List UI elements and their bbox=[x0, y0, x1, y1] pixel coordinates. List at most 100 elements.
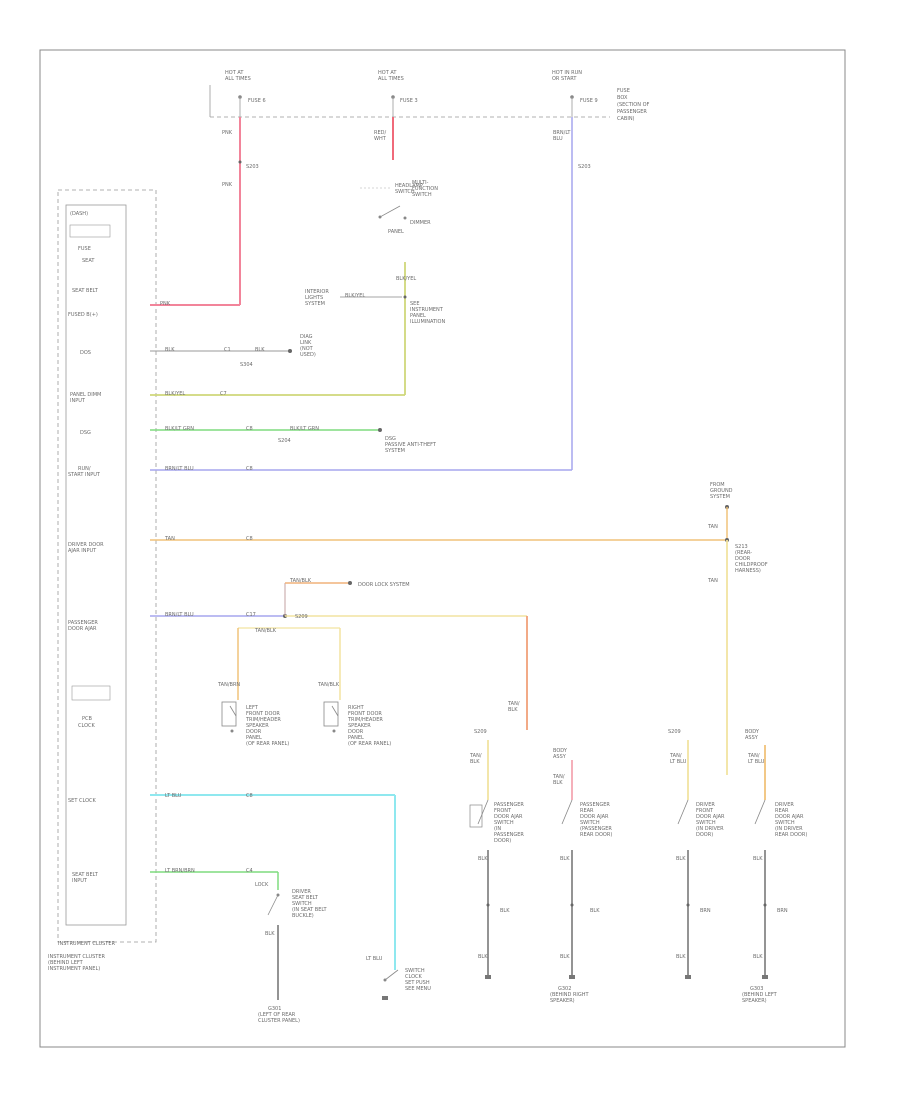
svg-text:SEAT BELT: SEAT BELT bbox=[292, 895, 319, 901]
svg-text:BLK: BLK bbox=[508, 707, 518, 713]
svg-text:SEE MENU: SEE MENU bbox=[405, 986, 431, 992]
svg-text:(IN DRIVER: (IN DRIVER bbox=[775, 826, 803, 832]
svg-text:SET PUSH: SET PUSH bbox=[405, 980, 430, 986]
svg-text:TAN: TAN bbox=[707, 524, 718, 530]
svg-text:(LEFT OF REAR: (LEFT OF REAR bbox=[258, 1012, 296, 1018]
svg-text:BLK: BLK bbox=[676, 954, 686, 960]
svg-text:C1: C1 bbox=[224, 347, 231, 353]
svg-text:REAR: REAR bbox=[775, 808, 789, 814]
svg-text:SET CLOCK: SET CLOCK bbox=[68, 798, 97, 804]
svg-text:BUCKLE): BUCKLE) bbox=[292, 913, 314, 919]
svg-text:SWITCH: SWITCH bbox=[395, 189, 415, 195]
svg-text:BODY: BODY bbox=[745, 729, 760, 735]
svg-text:(NOT: (NOT bbox=[300, 346, 314, 352]
svg-text:BLK: BLK bbox=[676, 856, 686, 862]
svg-text:PNK: PNK bbox=[222, 130, 233, 136]
svg-text:REAR: REAR bbox=[580, 808, 594, 814]
svg-text:TAN: TAN bbox=[164, 536, 175, 542]
svg-text:LIGHTS: LIGHTS bbox=[305, 295, 323, 301]
svg-text:(PASSENGER: (PASSENGER bbox=[580, 826, 612, 832]
svg-text:TAN/BLK: TAN/BLK bbox=[289, 578, 312, 584]
svg-text:OR START: OR START bbox=[552, 76, 577, 82]
svg-text:C17: C17 bbox=[246, 612, 256, 618]
svg-text:(BEHIND LEFT: (BEHIND LEFT bbox=[742, 992, 778, 998]
svg-text:DRIVER DOOR: DRIVER DOOR bbox=[68, 542, 104, 548]
svg-text:PANEL: PANEL bbox=[410, 313, 426, 319]
svg-text:DOS: DOS bbox=[80, 350, 91, 356]
svg-text:DOOR): DOOR) bbox=[494, 838, 511, 844]
svg-text:(BEHIND LEFT: (BEHIND LEFT bbox=[48, 960, 84, 966]
svg-text:DOOR AJAR: DOOR AJAR bbox=[494, 814, 523, 820]
svg-text:BRN: BRN bbox=[700, 908, 711, 914]
svg-text:(REAR-: (REAR- bbox=[735, 550, 752, 556]
svg-text:BLK: BLK bbox=[265, 931, 275, 937]
svg-text:FUSE: FUSE bbox=[617, 88, 630, 94]
svg-text:SWITCH: SWITCH bbox=[405, 968, 425, 974]
svg-text:TAN/: TAN/ bbox=[747, 753, 760, 759]
svg-text:LT BLU: LT BLU bbox=[165, 793, 182, 799]
svg-text:C8: C8 bbox=[246, 536, 253, 542]
svg-text:(IN: (IN bbox=[494, 826, 501, 832]
svg-text:PASSENGER: PASSENGER bbox=[617, 109, 647, 115]
svg-text:BLK: BLK bbox=[470, 759, 480, 765]
svg-text:PASSIVE ANTI-THEFT: PASSIVE ANTI-THEFT bbox=[385, 442, 437, 448]
svg-text:LT BRN/BRN: LT BRN/BRN bbox=[165, 868, 195, 874]
svg-text:PASSENGER: PASSENGER bbox=[68, 620, 98, 626]
svg-text:DOOR): DOOR) bbox=[696, 832, 713, 838]
svg-text:SEAT BELT: SEAT BELT bbox=[72, 288, 99, 294]
svg-text:PNK: PNK bbox=[160, 301, 171, 307]
svg-text:TAN/BRN: TAN/BRN bbox=[217, 682, 240, 688]
svg-text:C8: C8 bbox=[246, 426, 253, 432]
svg-text:BLK: BLK bbox=[753, 856, 763, 862]
svg-text:DRIVER: DRIVER bbox=[292, 889, 311, 895]
svg-text:(BEHIND RIGHT: (BEHIND RIGHT bbox=[550, 992, 590, 998]
svg-text:BODY: BODY bbox=[553, 748, 568, 754]
svg-text:FRONT: FRONT bbox=[494, 808, 512, 814]
svg-text:SWITCH: SWITCH bbox=[494, 820, 514, 826]
svg-text:BOX: BOX bbox=[617, 95, 628, 101]
svg-text:S204: S204 bbox=[278, 438, 291, 444]
svg-text:PASSENGER: PASSENGER bbox=[494, 832, 524, 838]
svg-text:PANEL: PANEL bbox=[348, 735, 364, 741]
svg-text:ALL TIMES: ALL TIMES bbox=[225, 76, 251, 82]
svg-text:TRIM/HEADER: TRIM/HEADER bbox=[347, 717, 383, 723]
svg-text:S304: S304 bbox=[240, 362, 253, 368]
svg-text:HOT IN RUN: HOT IN RUN bbox=[552, 70, 582, 76]
svg-text:G303: G303 bbox=[750, 986, 763, 992]
svg-text:BLK: BLK bbox=[560, 856, 570, 862]
svg-text:DRIVER: DRIVER bbox=[696, 802, 715, 808]
svg-text:BRN/LT: BRN/LT bbox=[553, 130, 571, 136]
svg-text:INSTRUMENT: INSTRUMENT bbox=[410, 307, 444, 313]
svg-text:ASSY: ASSY bbox=[553, 754, 567, 760]
svg-text:TAN/BLK: TAN/BLK bbox=[317, 682, 340, 688]
svg-text:PANEL: PANEL bbox=[388, 229, 404, 235]
svg-text:TAN/BLK: TAN/BLK bbox=[254, 628, 277, 634]
svg-text:C8: C8 bbox=[246, 466, 253, 472]
svg-text:DOOR AJAR: DOOR AJAR bbox=[775, 814, 804, 820]
svg-text:WHT: WHT bbox=[374, 136, 387, 142]
svg-text:BLK/YEL: BLK/YEL bbox=[345, 293, 365, 299]
svg-text:SEE: SEE bbox=[410, 301, 420, 307]
svg-text:CABIN): CABIN) bbox=[617, 116, 635, 122]
svg-text:TAN: TAN bbox=[707, 578, 718, 584]
svg-text:S209: S209 bbox=[668, 729, 681, 735]
svg-text:START INPUT: START INPUT bbox=[68, 472, 101, 478]
svg-text:CHILDPROOF: CHILDPROOF bbox=[735, 562, 768, 568]
svg-text:SWITCH: SWITCH bbox=[775, 820, 795, 826]
svg-text:G301: G301 bbox=[268, 1006, 281, 1012]
svg-text:LT BLU: LT BLU bbox=[366, 956, 383, 962]
fuse-box: FUSE BOX (SECTION OF PASSENGER CABIN) bbox=[209, 85, 650, 122]
svg-text:DIAG: DIAG bbox=[300, 334, 313, 340]
svg-text:SYSTEM: SYSTEM bbox=[305, 301, 325, 307]
